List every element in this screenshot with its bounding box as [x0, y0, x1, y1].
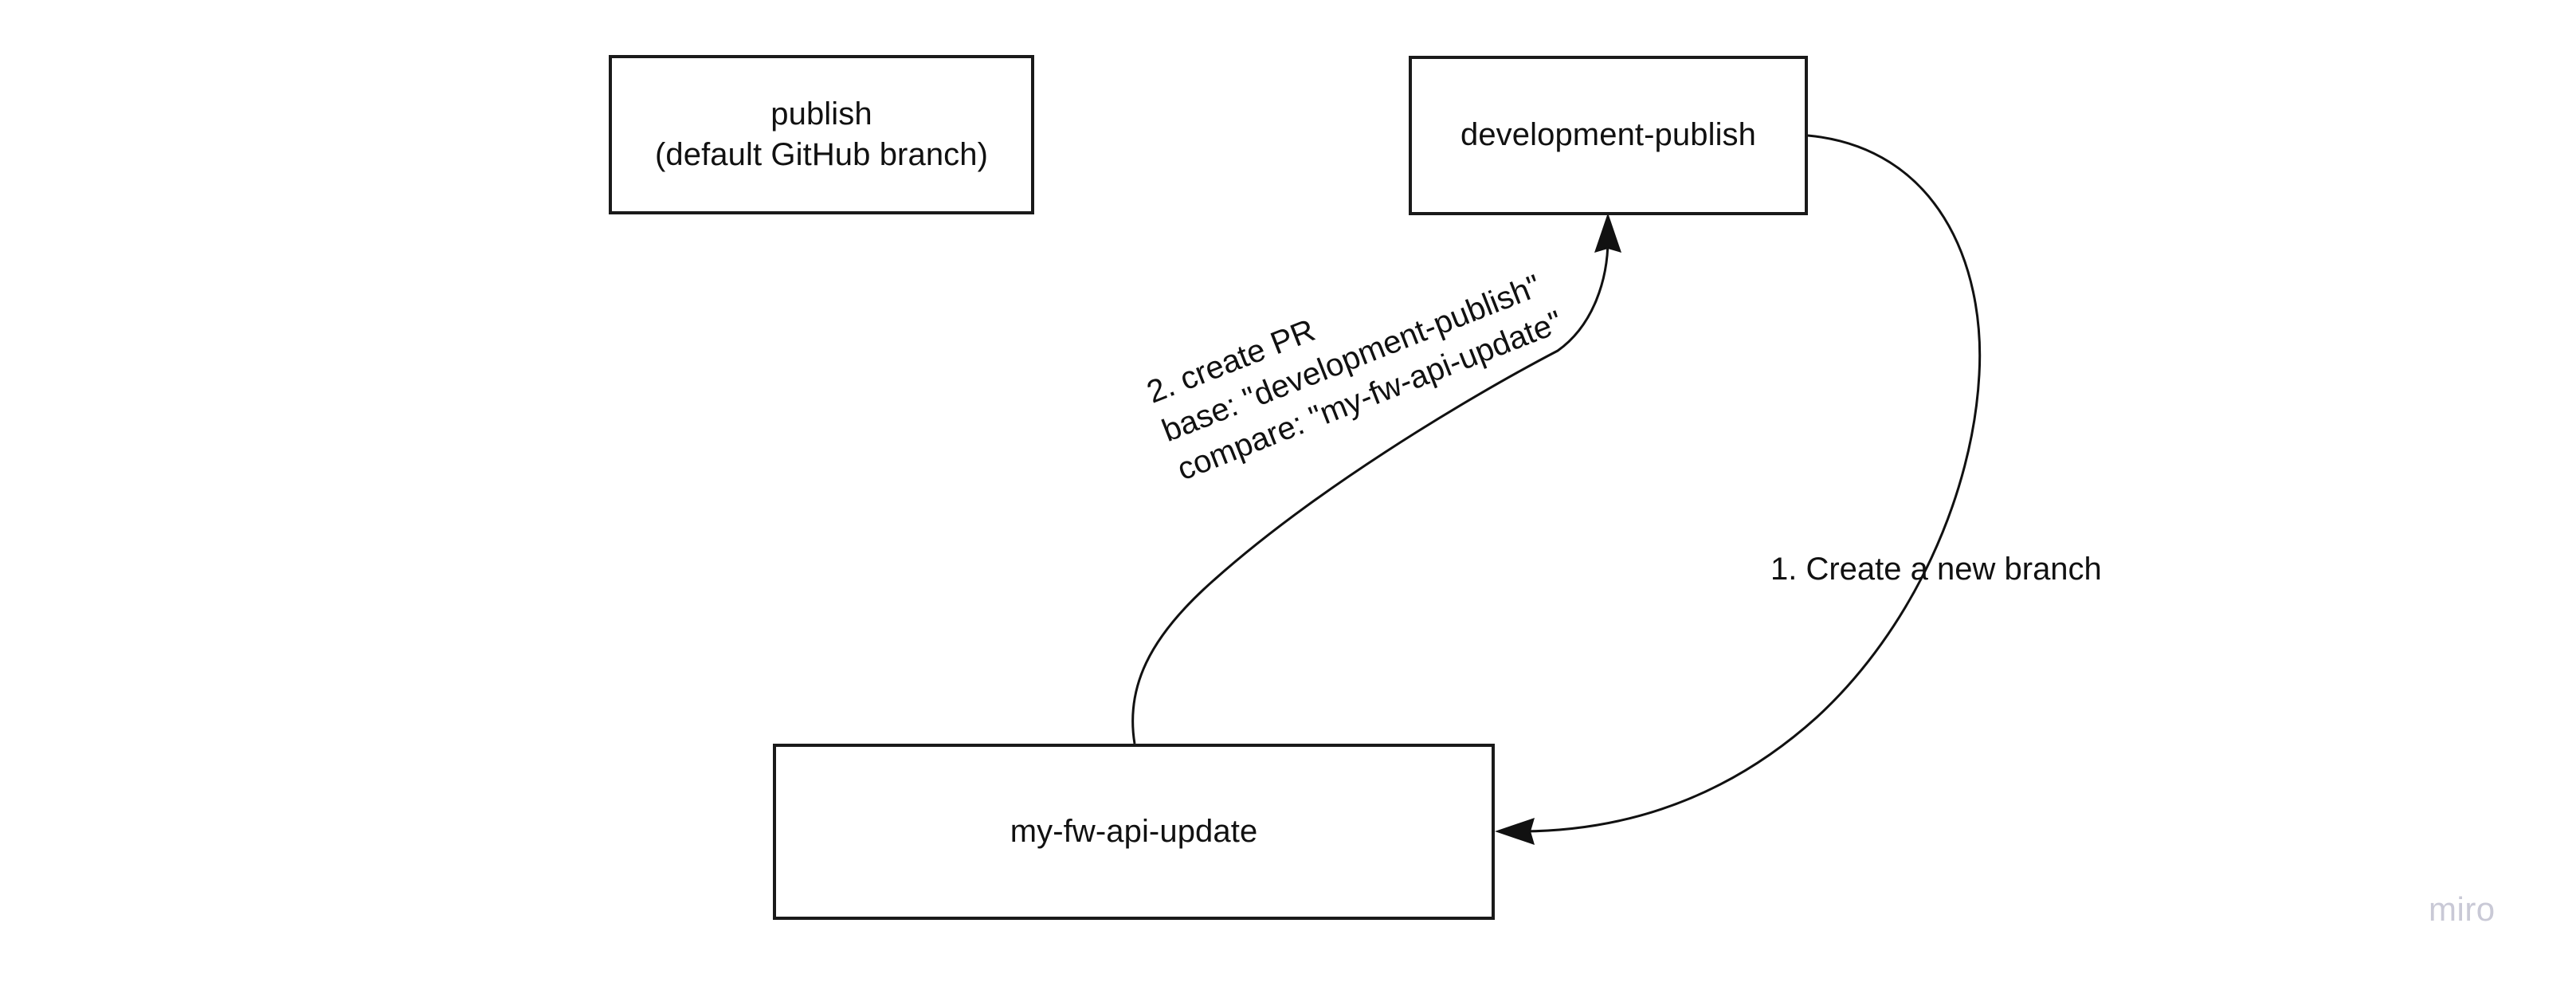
- edge-create-pr-path[interactable]: [1131, 238, 1610, 744]
- node-publish[interactable]: publish (default GitHub branch): [609, 55, 1034, 214]
- edge-create-pr-arrowhead: [1594, 213, 1621, 253]
- node-publish-label: publish (default GitHub branch): [654, 96, 989, 172]
- miro-watermark: miro: [2429, 890, 2496, 928]
- node-my-fw-api-update-label: my-fw-api-update: [1010, 813, 1258, 849]
- node-development-publish-label: development-publish: [1460, 117, 1757, 153]
- edge-create-branch-path[interactable]: [1523, 134, 1982, 833]
- node-development-publish[interactable]: development-publish: [1409, 56, 1808, 215]
- edge-label-create-branch: 1. Create a new branch: [1770, 552, 2102, 587]
- node-my-fw-api-update[interactable]: my-fw-api-update: [773, 744, 1495, 920]
- edge-create-branch-arrowhead: [1495, 818, 1535, 845]
